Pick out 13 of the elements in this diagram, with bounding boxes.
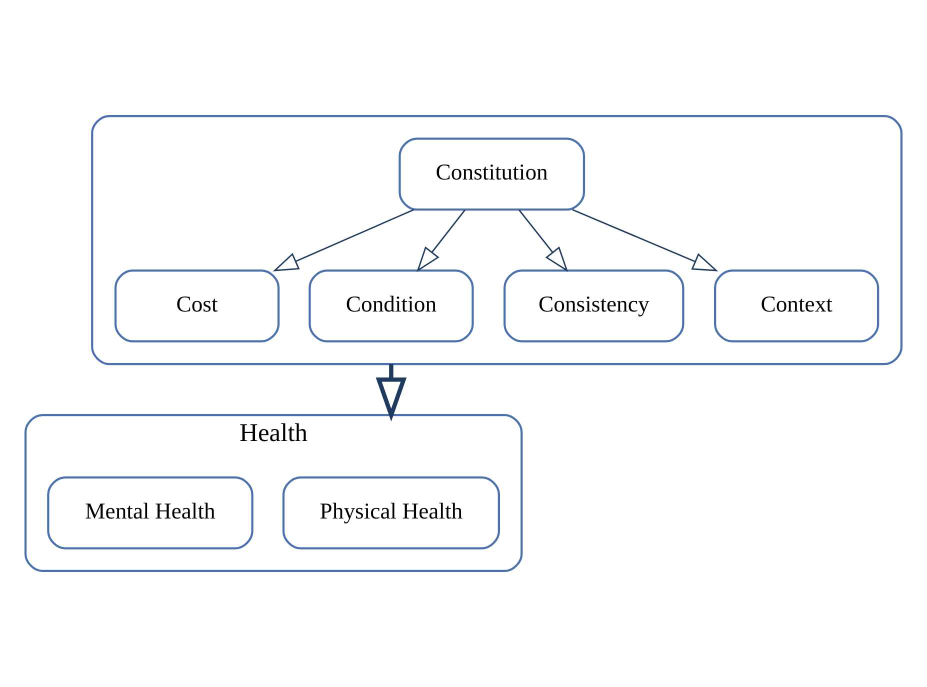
node-box: Cost (114, 269, 280, 342)
arrow (416, 210, 466, 272)
arrow (376, 364, 407, 422)
node-box: Condition (308, 269, 474, 342)
node-box: Context (714, 269, 880, 342)
node-box: Consistency (504, 269, 684, 342)
node-box: Physical Health (282, 476, 500, 550)
node-box: Constitution (398, 138, 586, 211)
cluster (91, 114, 903, 366)
arrow (518, 210, 568, 272)
node-box: Mental Health (47, 476, 254, 550)
arrow (272, 208, 414, 272)
arrow (572, 208, 718, 272)
